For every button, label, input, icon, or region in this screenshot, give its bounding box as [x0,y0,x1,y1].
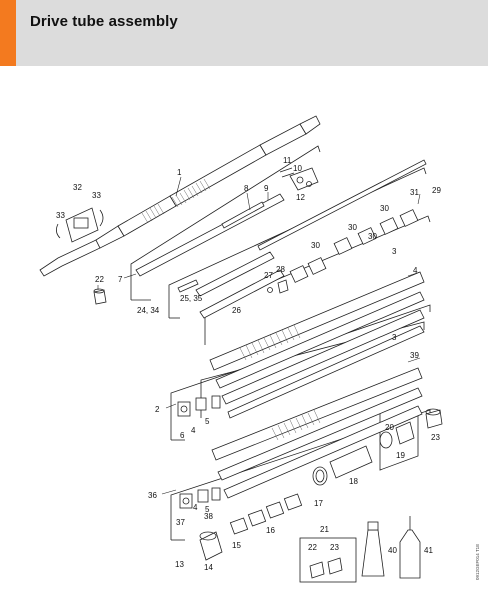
callout-8: 8 [244,184,249,193]
grip-knurl-middle [239,324,301,361]
drive-tube-middle [209,271,425,419]
callout-38: 38 [204,512,213,521]
grease-tube-40 [361,529,385,577]
callout-30d: 30 [311,241,320,250]
callout-10: 10 [293,164,302,173]
clamp-assembly [279,167,319,191]
callout-21: 21 [320,525,329,534]
callout-29: 29 [432,186,441,195]
callout-7: 7 [118,275,123,284]
callout-30c: 30 [368,232,377,241]
callout-41: 41 [424,546,433,555]
coupling-18 [329,445,373,479]
callout-20: 20 [385,423,394,432]
callout-5b: 5 [205,505,210,514]
callout-28: 28 [276,265,285,274]
callout-17: 17 [314,499,323,508]
drive-tube-upper [39,115,321,277]
callout-3a: 3 [392,247,397,256]
callout-23a: 23 [431,433,440,442]
sleeve-22 [93,289,107,305]
callout-12: 12 [296,193,305,202]
kit-box-21 [299,537,357,583]
callout-27: 27 [264,271,273,280]
callout-40: 40 [388,546,397,555]
callout-31: 31 [410,188,419,197]
callout-18: 18 [349,477,358,486]
callout-13: 13 [175,560,184,569]
drawing-code: 0912GEF014 T1E [475,544,480,580]
callout-14: 14 [204,563,213,572]
rod-29 [257,159,427,251]
grip-knurl-upper [141,178,211,224]
callout-22a: 22 [95,275,104,284]
callout-33a: 33 [56,211,65,220]
callout-4c: 4 [193,503,198,512]
callout-30a: 30 [380,204,389,213]
callout-15: 15 [232,541,241,550]
callout-2: 2 [155,405,160,414]
callout-24-34: 24, 34 [137,306,160,315]
callout-26: 26 [232,306,241,315]
callout-1: 1 [177,168,182,177]
shaft-26 [195,251,275,297]
bearing-set-16 [229,493,303,535]
callout-4b: 4 [191,426,196,435]
callout-6: 6 [180,431,185,440]
header-accent-stripe [0,0,16,66]
ring-17 [312,466,328,486]
callout-19: 19 [396,451,405,460]
drive-tube-lower [211,367,423,499]
callout-30b: 30 [348,223,357,232]
grip-knurl-lower [271,409,321,441]
callout-4a: 4 [413,266,418,275]
callout-36: 36 [148,491,157,500]
callout-32: 32 [73,183,82,192]
frame-section-1 [130,145,321,300]
callout-22b: 22 [308,543,317,552]
header-bar [0,0,488,66]
housing-32 [56,207,104,243]
callout-11: 11 [283,156,292,165]
callout-23b: 23 [330,543,339,552]
callout-16: 16 [266,526,275,535]
callout-25-35: 25, 35 [180,294,203,303]
page-title: Drive tube assembly [30,13,178,30]
bearing-set-30 [289,209,419,283]
callout-9: 9 [264,184,269,193]
callout-33b: 33 [92,191,101,200]
callout-3b: 3 [392,333,397,342]
callout-37: 37 [176,518,185,527]
callout-5a: 5 [205,417,210,426]
oil-bottle-41 [399,529,421,579]
callout-39: 39 [410,351,419,360]
